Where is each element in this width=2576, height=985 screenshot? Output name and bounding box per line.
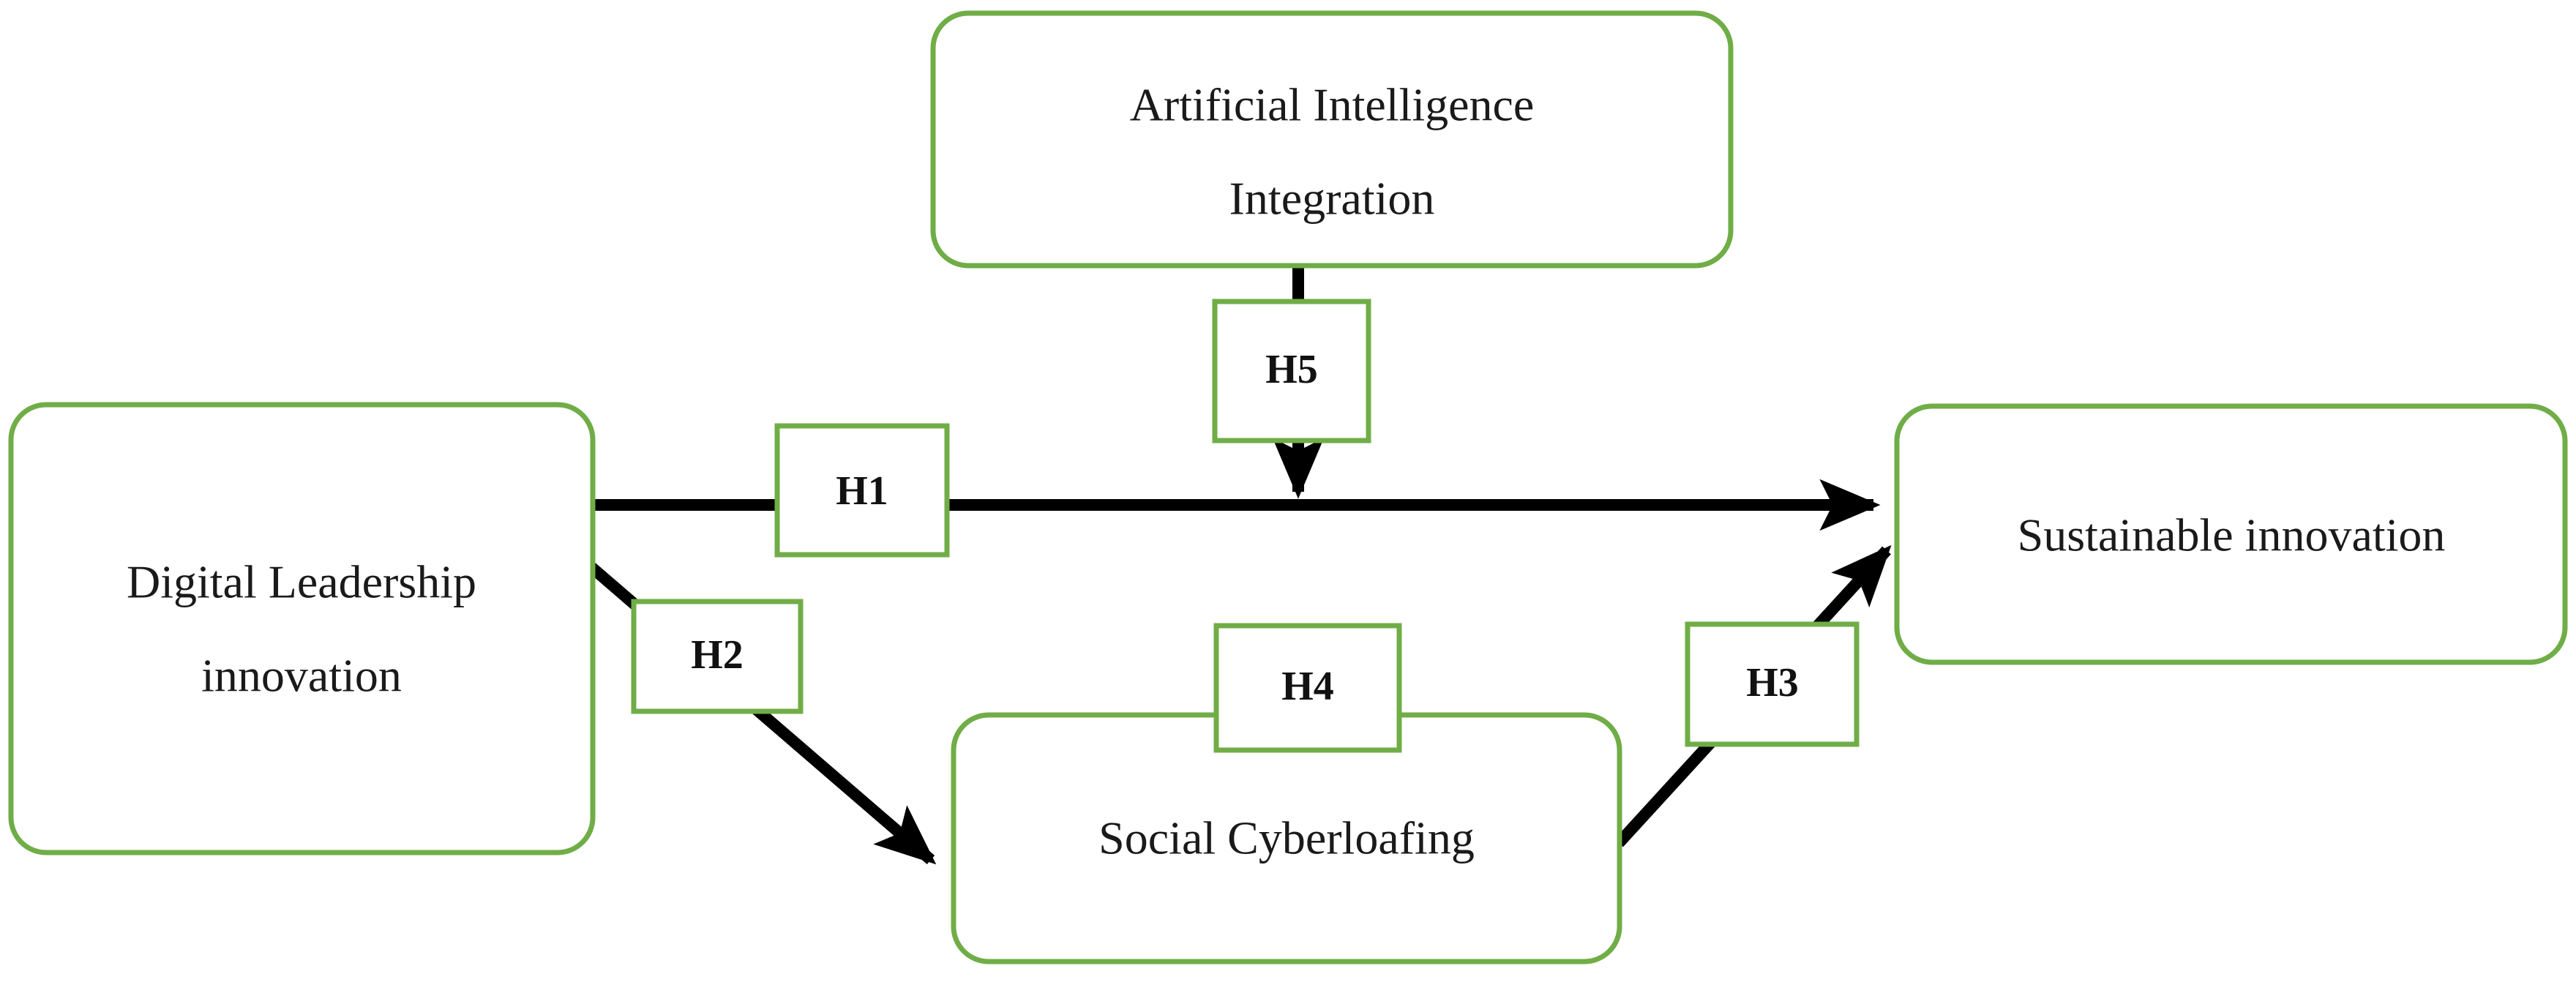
hypothesis-box-h1-shape <box>774 423 950 558</box>
hypothesis-box-h3-shape <box>1685 621 1860 747</box>
hypothesis-box-h5-label: H5 <box>1265 347 1318 392</box>
node-social-cyberloafing-line-1: Social Cyberloafing <box>1098 812 1475 864</box>
hypothesis-box-h4-shape <box>1213 623 1402 753</box>
node-artificial-intelligence-integration-shape <box>930 10 1734 269</box>
node-social-cyberloafing[interactable]: Social Cyberloafing <box>951 712 1622 965</box>
hypothesis-box-h2[interactable]: H2 <box>631 599 804 714</box>
hypothesis-box-h3[interactable]: H3 <box>1685 621 1860 747</box>
hypothesis-box-h3-label: H3 <box>1746 660 1799 705</box>
hypothesis-box-h5-shape <box>1212 299 1371 443</box>
hypothesis-box-h4[interactable]: H4 <box>1213 623 1402 753</box>
hypothesis-box-h2-shape <box>631 599 804 714</box>
hypothesis-box-h2-label: H2 <box>691 632 744 678</box>
node-digital-leadership-innovation[interactable]: Digital Leadership innovation <box>8 402 596 855</box>
node-digital-leadership-innovation-shape <box>8 402 596 855</box>
node-digital-leadership-innovation-line-1: Digital Leadership <box>127 556 476 608</box>
node-sustainable-innovation-line-1: Sustainable innovation <box>2018 509 2446 561</box>
hypothesis-box-h4-label: H4 <box>1281 664 1334 709</box>
node-artificial-intelligence-integration[interactable]: Artificial Intelligence Integration <box>930 10 1734 269</box>
node-sustainable-innovation-shape <box>1894 403 2568 665</box>
node-sustainable-innovation[interactable]: Sustainable innovation <box>1894 403 2568 665</box>
node-artificial-intelligence-integration-line-1: Artificial Intelligence <box>1130 79 1535 131</box>
node-digital-leadership-innovation-line-2: innovation <box>201 650 402 702</box>
hypothesis-box-h1-label: H1 <box>836 468 888 514</box>
node-artificial-intelligence-integration-line-2: Integration <box>1229 173 1435 225</box>
hypothesis-box-h1[interactable]: H1 <box>774 423 950 558</box>
hypothesis-box-h5[interactable]: H5 <box>1212 299 1371 443</box>
